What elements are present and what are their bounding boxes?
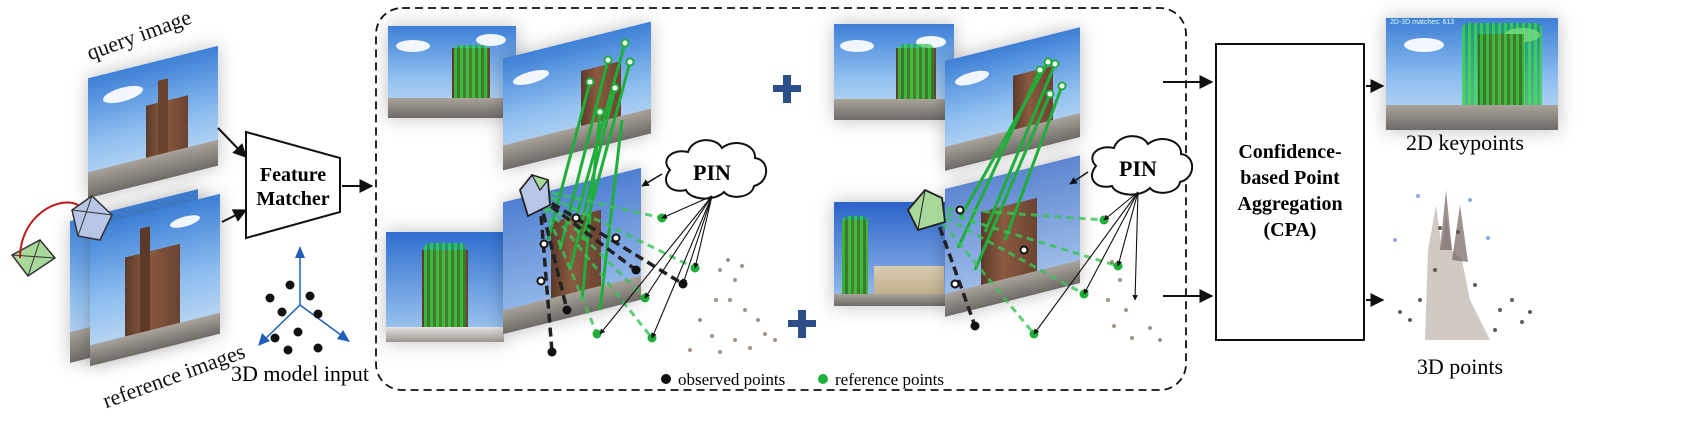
cpa-label-1: Confidence- [1238, 141, 1341, 163]
pin-cloud-1 [665, 139, 768, 200]
legend-observed-marker [661, 374, 671, 384]
arrow-query-to-matcher [217, 127, 247, 159]
panel2-query-photo [834, 24, 954, 120]
panel1-image-keypoints [536, 213, 621, 286]
panel1-point-cloud [688, 258, 777, 354]
legend-reference-marker [818, 374, 828, 384]
panel1-query-keypoints [585, 38, 635, 117]
model-input-points [265, 280, 323, 355]
camera-relation-arc [19, 201, 79, 259]
model-input-axes [258, 246, 350, 346]
panel2-image-keypoints [950, 205, 1029, 289]
cpa-label-2: based Point [1240, 167, 1340, 189]
pin1-arrows [599, 195, 713, 339]
arrow-pin1-out [641, 173, 663, 187]
panel2-dashed-rays [933, 206, 1119, 335]
keypoints-2d-label: 2D keypoints [1406, 130, 1524, 155]
pin-cloud-2 [1091, 135, 1194, 196]
output-overlay-caption: 2D-3D matches: 613 [1390, 19, 1455, 26]
panel1-camera [518, 173, 551, 218]
panel1-black-rays [538, 194, 684, 353]
cpa-box [1215, 43, 1365, 341]
model-input-label: 3D model input [231, 361, 369, 386]
panel1-observed-points [547, 265, 688, 357]
feature-matcher-box [245, 130, 341, 240]
points-3d-label: 3D points [1417, 354, 1503, 379]
camera-frustum-icon-left-blue [71, 195, 113, 241]
cpa-label-3: Aggregation [1237, 193, 1342, 215]
pipeline-frame [375, 7, 1187, 391]
legend-reference-label: reference points [835, 370, 944, 389]
plus-icon-top [773, 75, 801, 103]
plus-icon-bottom [788, 310, 816, 338]
panel2-observed-points [970, 321, 980, 331]
cpa-label-4: (CPA) [1264, 219, 1317, 241]
arrow-reference-to-matcher [221, 209, 248, 223]
panel2-match-lines [956, 61, 1064, 271]
arrow-pin2-out [1069, 171, 1089, 185]
panel2-black-rays [933, 213, 977, 327]
panel1-query-photo [388, 26, 516, 118]
panel2-camera [906, 188, 946, 232]
feature-matcher-label-1: Feature [260, 164, 326, 186]
panel1-reference-photo [386, 232, 504, 342]
legend-observed-label: observed points [678, 370, 785, 389]
feature-matcher-label-2: Matcher [256, 188, 329, 210]
camera-frustum-icon-left-green [10, 239, 57, 278]
output-keypoints-photo [1386, 18, 1558, 130]
output-3d-point-cloud [1393, 190, 1532, 340]
pin-label-2: PIN [1119, 156, 1157, 181]
pin2-arrows [1033, 191, 1139, 335]
panel2-point-cloud [1106, 260, 1162, 342]
pin-label-1: PIN [693, 160, 731, 185]
panel2-query-keypoints [1035, 57, 1067, 99]
